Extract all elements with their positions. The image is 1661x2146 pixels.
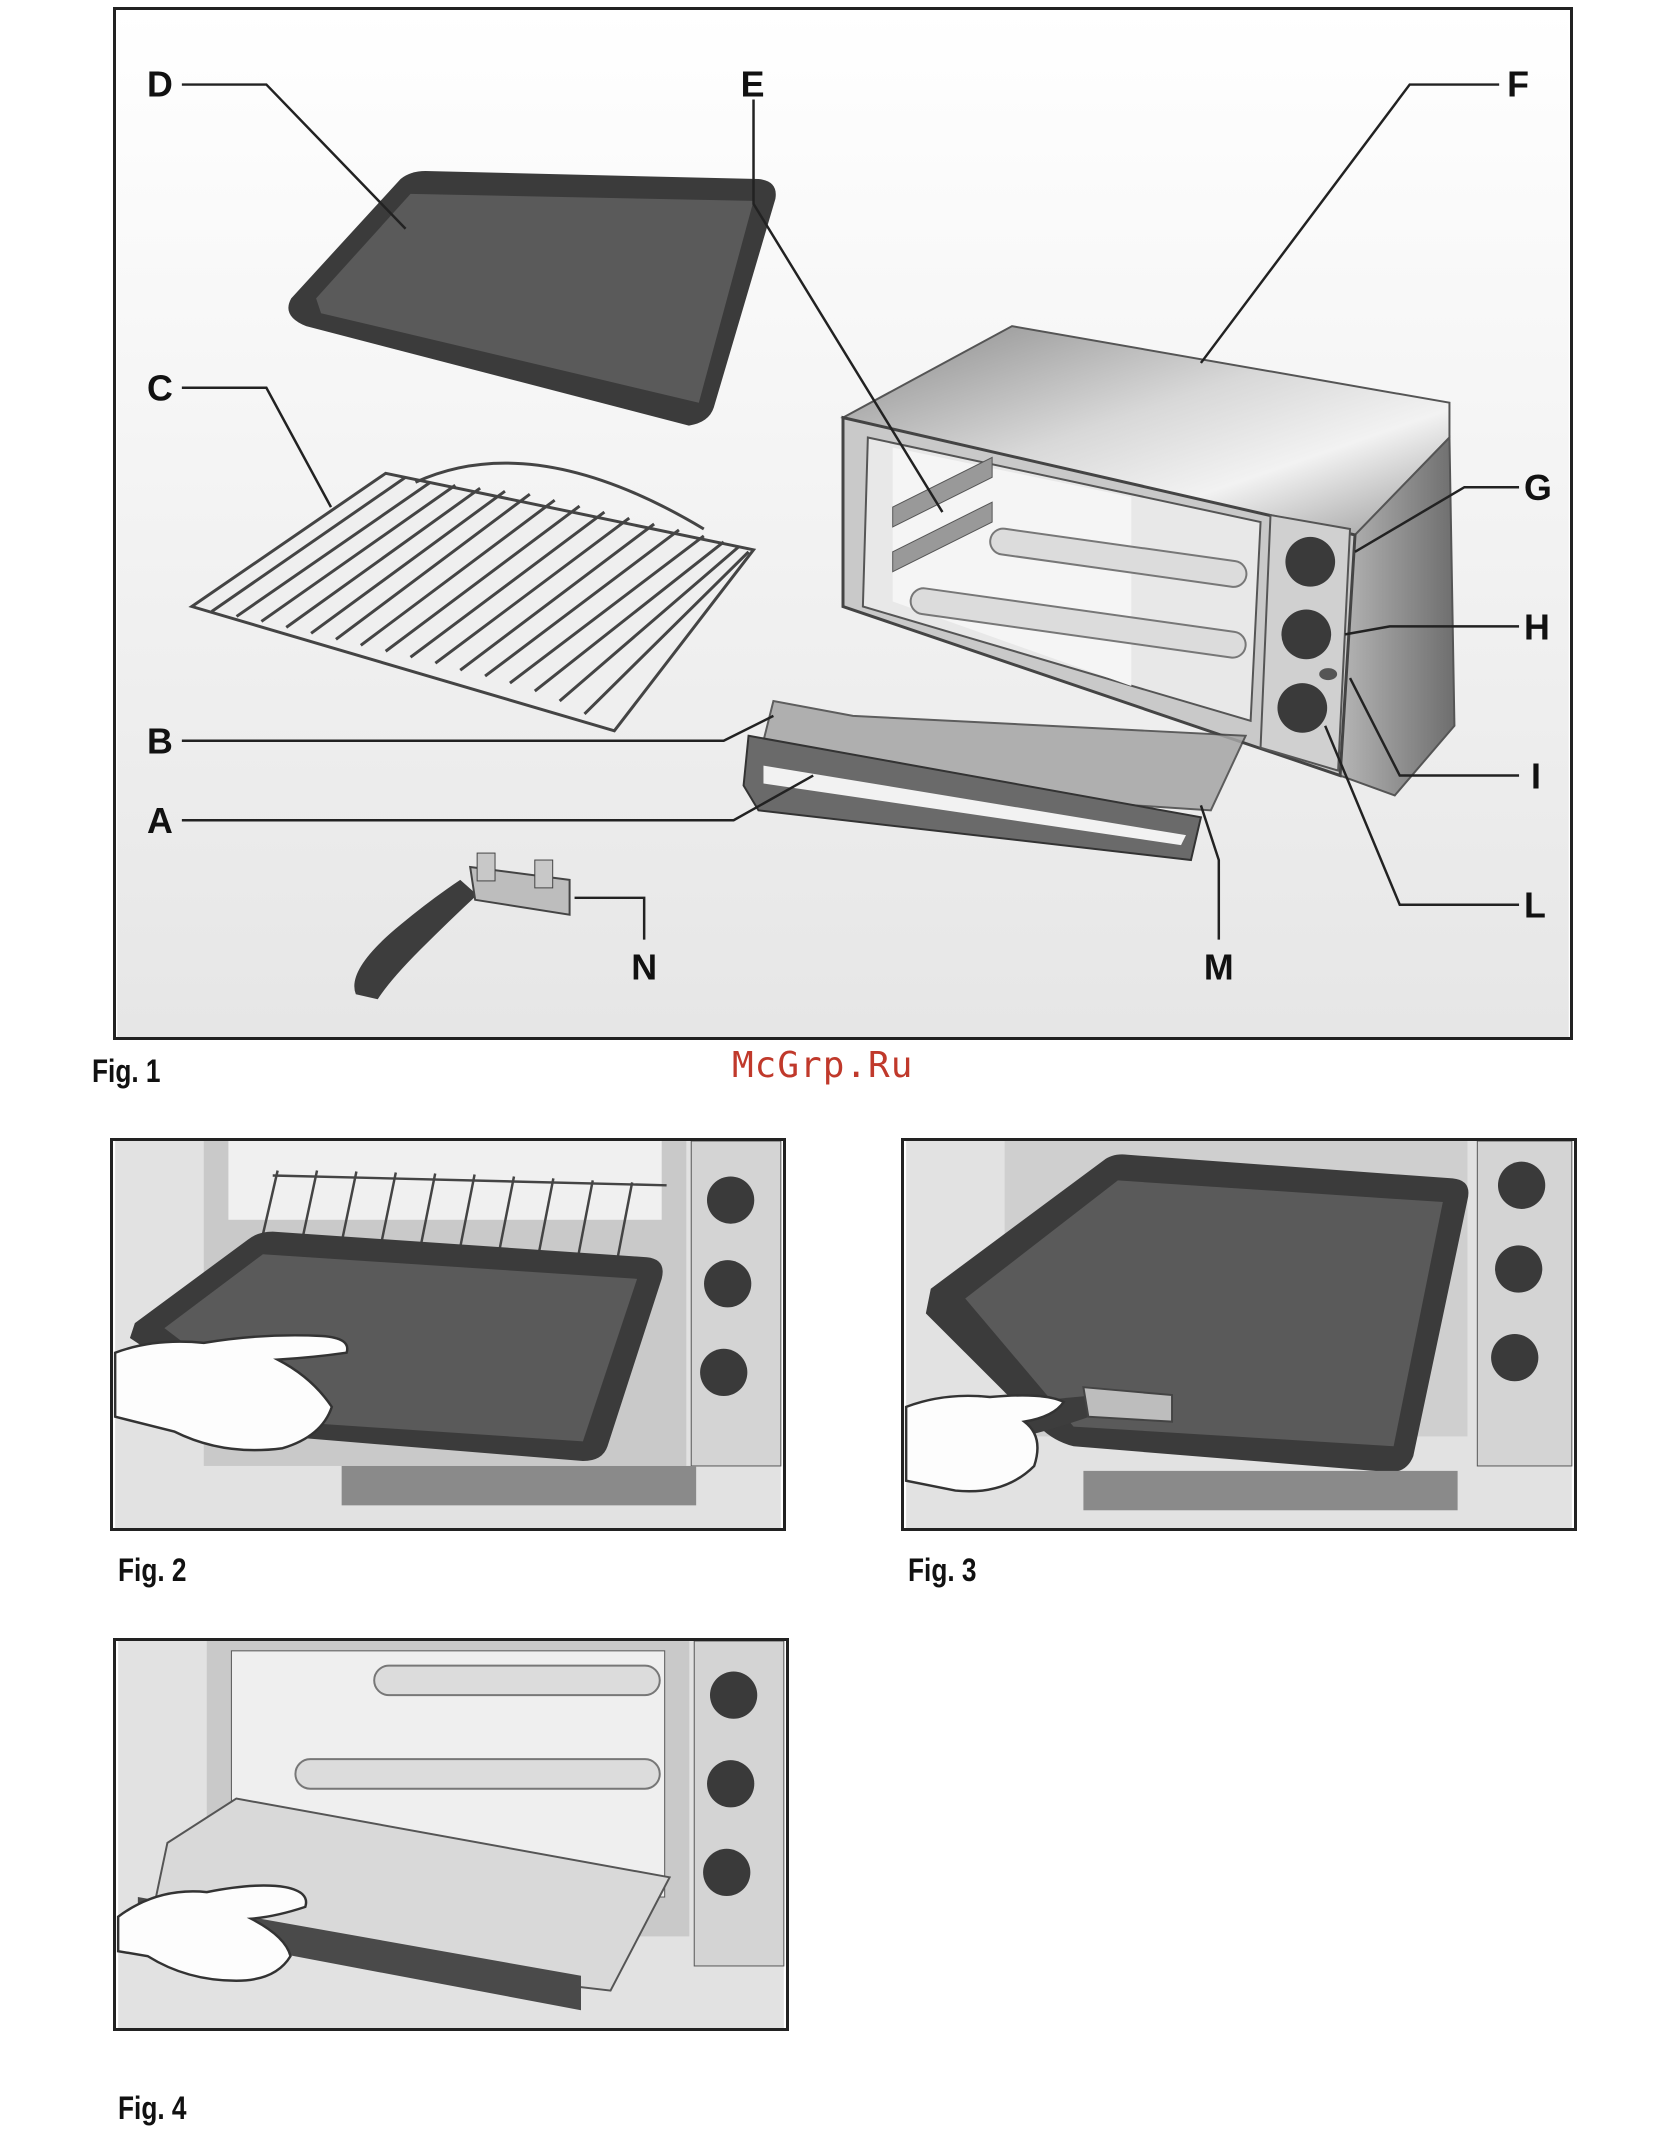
label-L: L: [1524, 886, 1546, 926]
figure-2-caption: Fig. 2: [118, 1552, 187, 1589]
figure-1-caption: Fig. 1: [92, 1053, 161, 1090]
figure-2-drawing: [113, 1141, 783, 1528]
function-knob: [1281, 609, 1331, 659]
figure-4-crumb-tray: [113, 1638, 789, 2031]
figure-1-drawing: D C B A E F G H I L M N: [116, 10, 1570, 1037]
temperature-knob: [1285, 537, 1335, 587]
indicator-light: [1319, 668, 1337, 680]
figure-3-drawing: [904, 1141, 1574, 1528]
label-C: C: [147, 369, 173, 409]
label-D: D: [147, 64, 173, 104]
knob-icon: [700, 1349, 747, 1396]
label-B: B: [147, 722, 173, 762]
figure-4-drawing: [116, 1641, 786, 2028]
knob-icon: [703, 1849, 750, 1896]
label-F: F: [1507, 64, 1529, 104]
knob-icon: [707, 1760, 754, 1807]
figure-4-caption: Fig. 4: [118, 2090, 187, 2127]
knob-icon: [710, 1672, 757, 1719]
figure-3-removing-tray-with-handle: [901, 1138, 1577, 1531]
watermark: McGrp.Ru: [732, 1045, 913, 1086]
label-A: A: [147, 801, 173, 841]
figure-3-caption: Fig. 3: [908, 1552, 977, 1589]
figure-2-inserting-tray: [110, 1138, 786, 1531]
figure-1-exploded-view: D C B A E F G H I L M N: [113, 7, 1573, 1040]
timer-knob: [1277, 683, 1327, 733]
knob-icon: [707, 1176, 754, 1223]
knob-icon: [1498, 1162, 1545, 1209]
label-N: N: [631, 947, 657, 987]
label-E: E: [741, 64, 765, 104]
knob-icon: [1491, 1334, 1538, 1381]
knob-icon: [704, 1260, 751, 1307]
label-I: I: [1531, 756, 1541, 796]
label-H: H: [1524, 607, 1550, 647]
label-M: M: [1204, 947, 1234, 987]
label-G: G: [1524, 468, 1552, 508]
knob-icon: [1495, 1245, 1542, 1292]
